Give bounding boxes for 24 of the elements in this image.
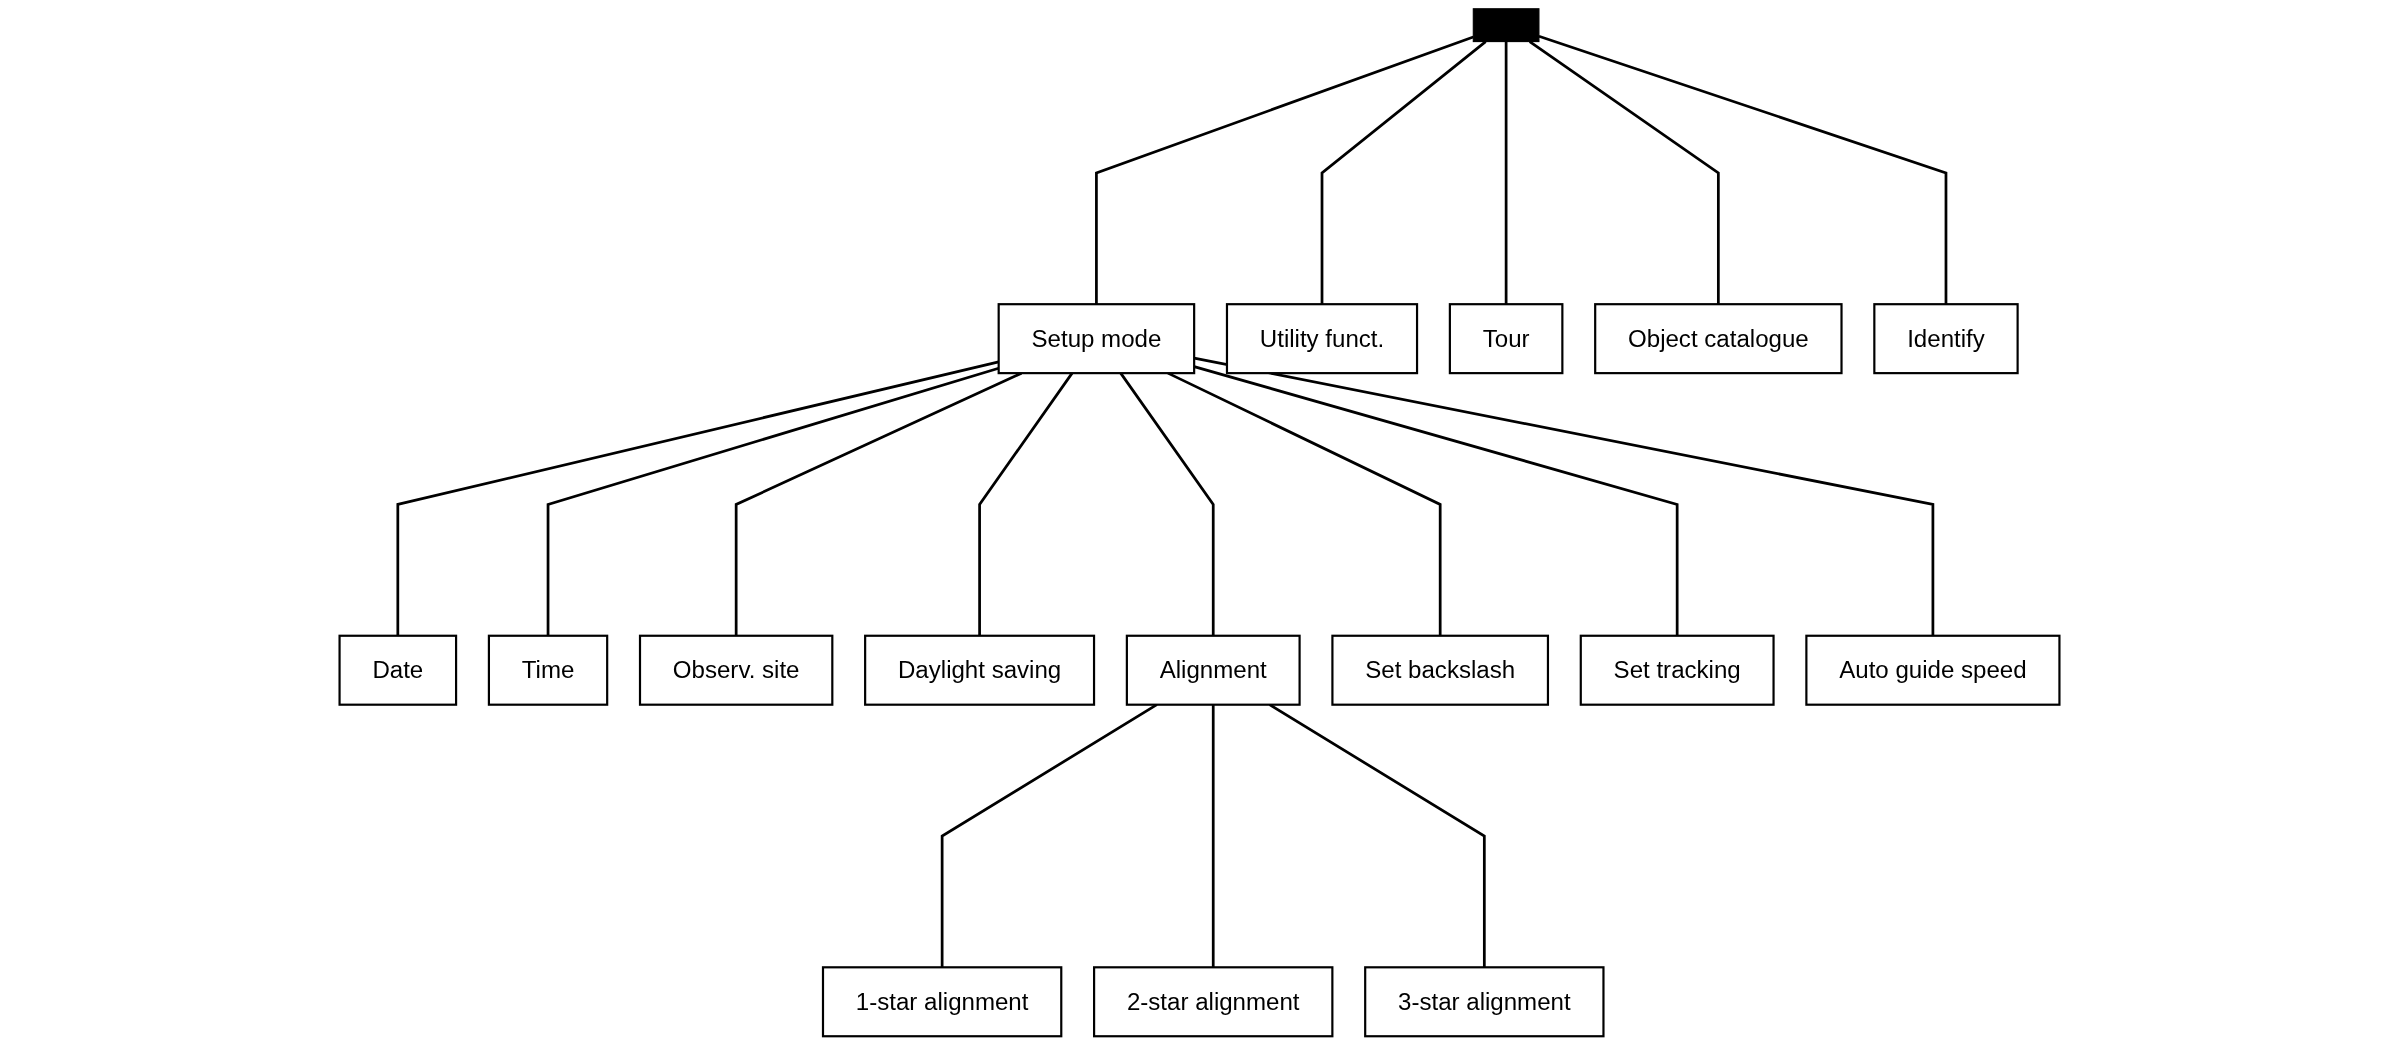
node-box: Auto guide speed bbox=[1805, 634, 2061, 706]
node-box: Set backslash bbox=[1331, 634, 1550, 706]
node-box: Identify bbox=[1873, 303, 2019, 375]
connector bbox=[1528, 40, 1720, 305]
connector bbox=[396, 360, 999, 636]
node-box: Tour bbox=[1448, 303, 1564, 375]
node-box: Setup mode bbox=[997, 303, 1196, 375]
node-box: 2-star alignment bbox=[1093, 966, 1334, 1038]
node-box: 3-star alignment bbox=[1364, 966, 1605, 1038]
node-box: Daylight saving bbox=[864, 634, 1096, 706]
connector bbox=[1320, 40, 1487, 305]
node-bar bbox=[1472, 8, 1540, 43]
connector bbox=[1095, 35, 1474, 305]
node-box: Observ. site bbox=[638, 634, 834, 706]
node-box: Alignment bbox=[1125, 634, 1301, 706]
node-box: 1-star alignment bbox=[821, 966, 1063, 1038]
node-box: Date bbox=[338, 634, 458, 706]
connector bbox=[1538, 34, 1948, 305]
connector bbox=[1504, 41, 1508, 305]
node-box: Utility funct. bbox=[1225, 303, 1419, 375]
node-box: Object catalogue bbox=[1594, 303, 1843, 375]
node-box: Set tracking bbox=[1579, 634, 1775, 706]
node-box: Time bbox=[487, 634, 609, 706]
connector bbox=[1211, 704, 1215, 968]
